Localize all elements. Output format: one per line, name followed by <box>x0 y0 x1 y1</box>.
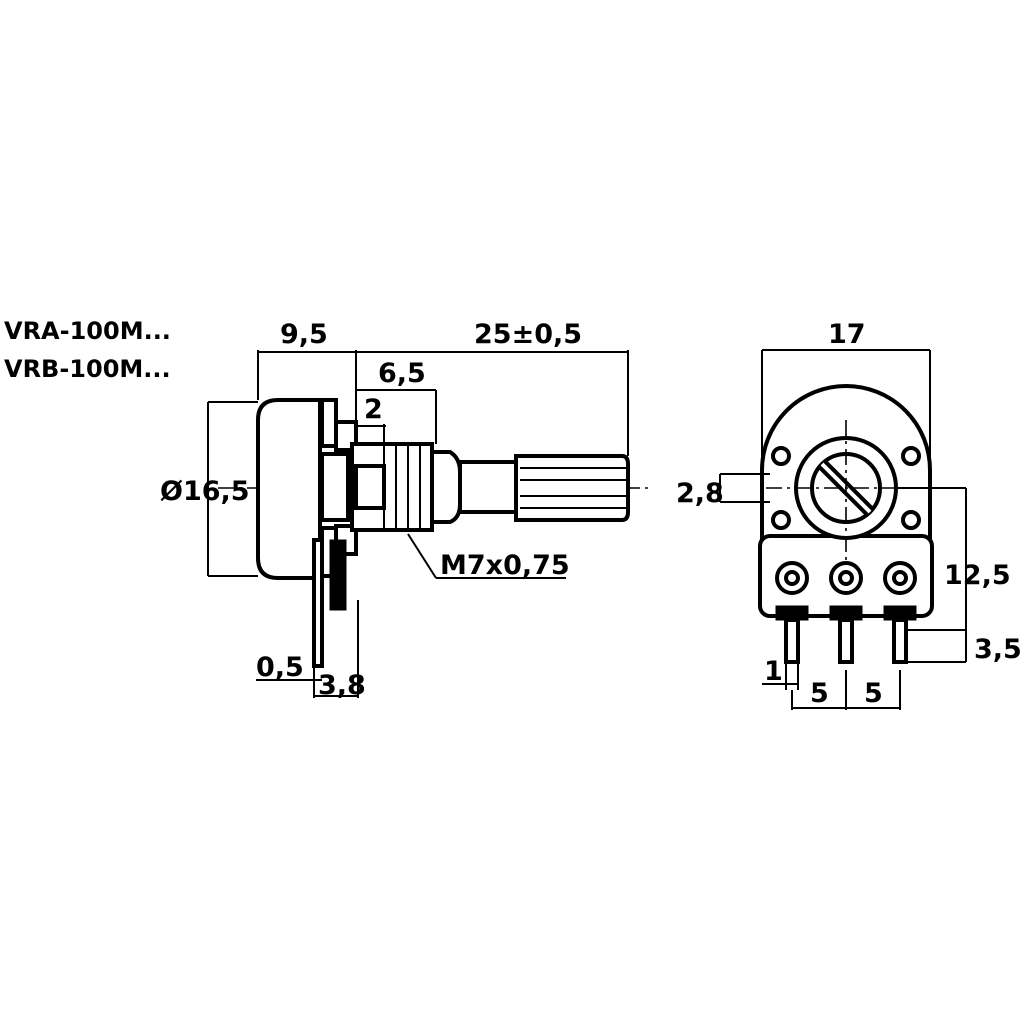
dim-thread: M7x0,75 <box>440 550 570 581</box>
dim-tab-width: 2,8 <box>676 478 724 509</box>
dim-thread-length: 6,5 <box>378 358 426 389</box>
dim-pitch-left: 5 <box>810 678 829 709</box>
dim-pitch-right: 5 <box>864 678 883 709</box>
dim-width: 17 <box>828 319 866 350</box>
dim-pin-width: 1 <box>764 656 783 687</box>
dim-pin-offset: 3,8 <box>318 670 366 701</box>
model-name-2: VRB-100M... <box>4 355 171 383</box>
side-view: 9,5 25±0,5 6,5 2 Ø16,5 M7x0,75 0,5 3,8 <box>160 319 652 701</box>
dim-pin-thickness: 0,5 <box>256 652 304 683</box>
dim-height: 12,5 <box>944 560 1011 591</box>
dim-body-depth: 9,5 <box>280 319 328 350</box>
dim-pin-length: 3,5 <box>974 634 1022 665</box>
dim-diameter: Ø16,5 <box>160 476 250 507</box>
model-name-1: VRA-100M... <box>4 317 171 345</box>
front-view: 17 2,8 12,5 3,5 1 5 5 <box>676 319 1022 710</box>
dim-shaft-length: 25±0,5 <box>474 319 582 350</box>
dim-step: 2 <box>364 394 383 425</box>
